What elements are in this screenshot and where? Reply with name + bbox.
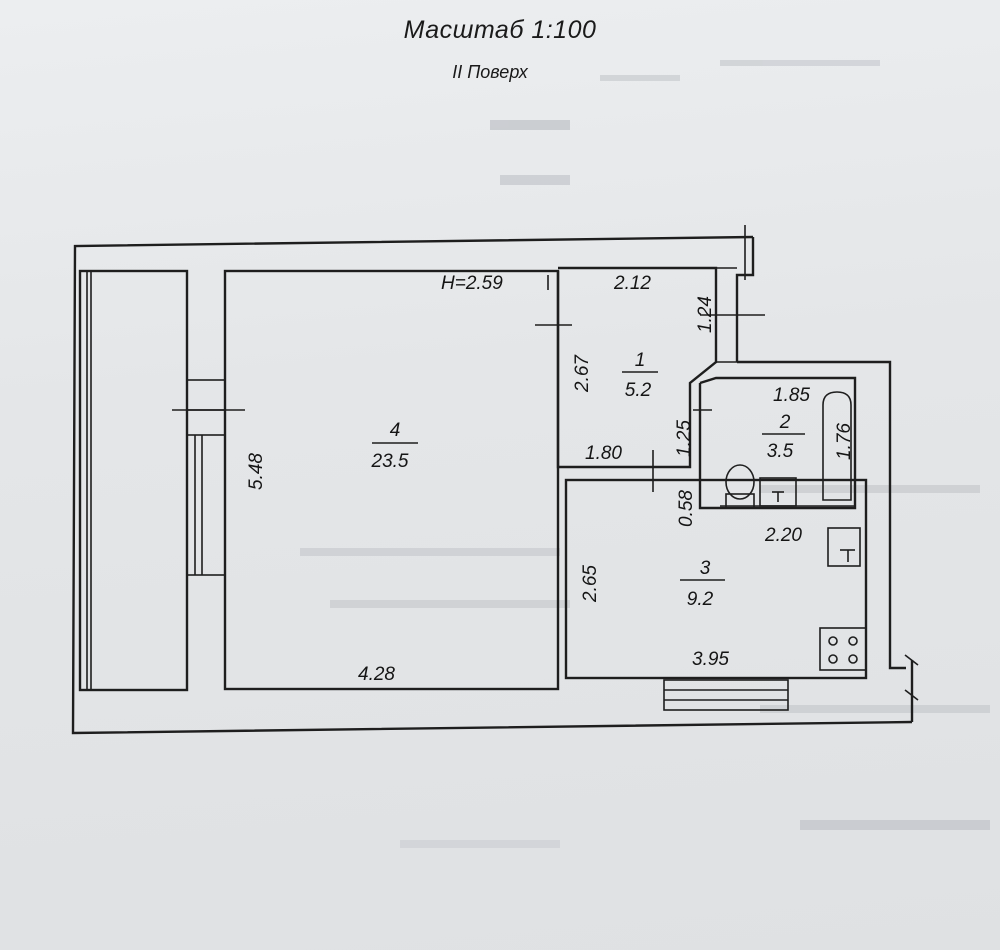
floor-title: II Поверх xyxy=(452,62,528,82)
room-4-number: 4 xyxy=(390,420,401,441)
room-2-area: 3.5 xyxy=(767,441,794,462)
dim-entry-upper: 1.24 xyxy=(695,296,716,333)
room-2-number: 2 xyxy=(779,412,791,433)
entrance-door xyxy=(700,267,765,363)
room-1-area: 5.2 xyxy=(625,380,652,401)
dim-room4-height: 5.48 xyxy=(246,453,267,490)
dim-room3-bottom: 3.95 xyxy=(692,649,729,670)
dim-bath-length: 1.76 xyxy=(834,423,855,460)
dim-room1-top: 2.12 xyxy=(613,273,651,294)
scale-title: Масштаб 1:100 xyxy=(403,16,597,44)
dim-room3-top: 2.20 xyxy=(764,525,802,546)
room-3-number: 3 xyxy=(700,558,711,579)
room-3 xyxy=(564,450,868,680)
kitchen-window xyxy=(663,679,789,711)
toilet-icon xyxy=(725,464,755,500)
room-1-number: 1 xyxy=(635,350,646,371)
outer-wall xyxy=(71,225,919,735)
dim-entry-lower: 1.25 xyxy=(674,420,695,457)
dim-room1-bottom: 1.80 xyxy=(585,443,622,464)
dim-passage: 0.58 xyxy=(676,490,697,527)
dim-room1-side: 2.67 xyxy=(572,354,593,393)
dim-room4-width: 4.28 xyxy=(358,664,395,685)
balcony-door xyxy=(172,379,245,576)
balcony xyxy=(78,269,189,692)
bleed-through-marks xyxy=(300,60,990,848)
stove-icon xyxy=(819,627,867,671)
room-4-area: 23.5 xyxy=(371,451,409,472)
dim-room2-width: 1.85 xyxy=(773,385,810,406)
kitchen-sink-icon xyxy=(827,527,861,567)
dim-room3-side: 2.65 xyxy=(580,565,601,603)
room-3-area: 9.2 xyxy=(687,589,714,610)
room-2 xyxy=(693,376,857,510)
ceiling-height: H=2.59 xyxy=(441,273,503,294)
bathtub-icon xyxy=(822,391,852,501)
room-4 xyxy=(223,269,560,691)
